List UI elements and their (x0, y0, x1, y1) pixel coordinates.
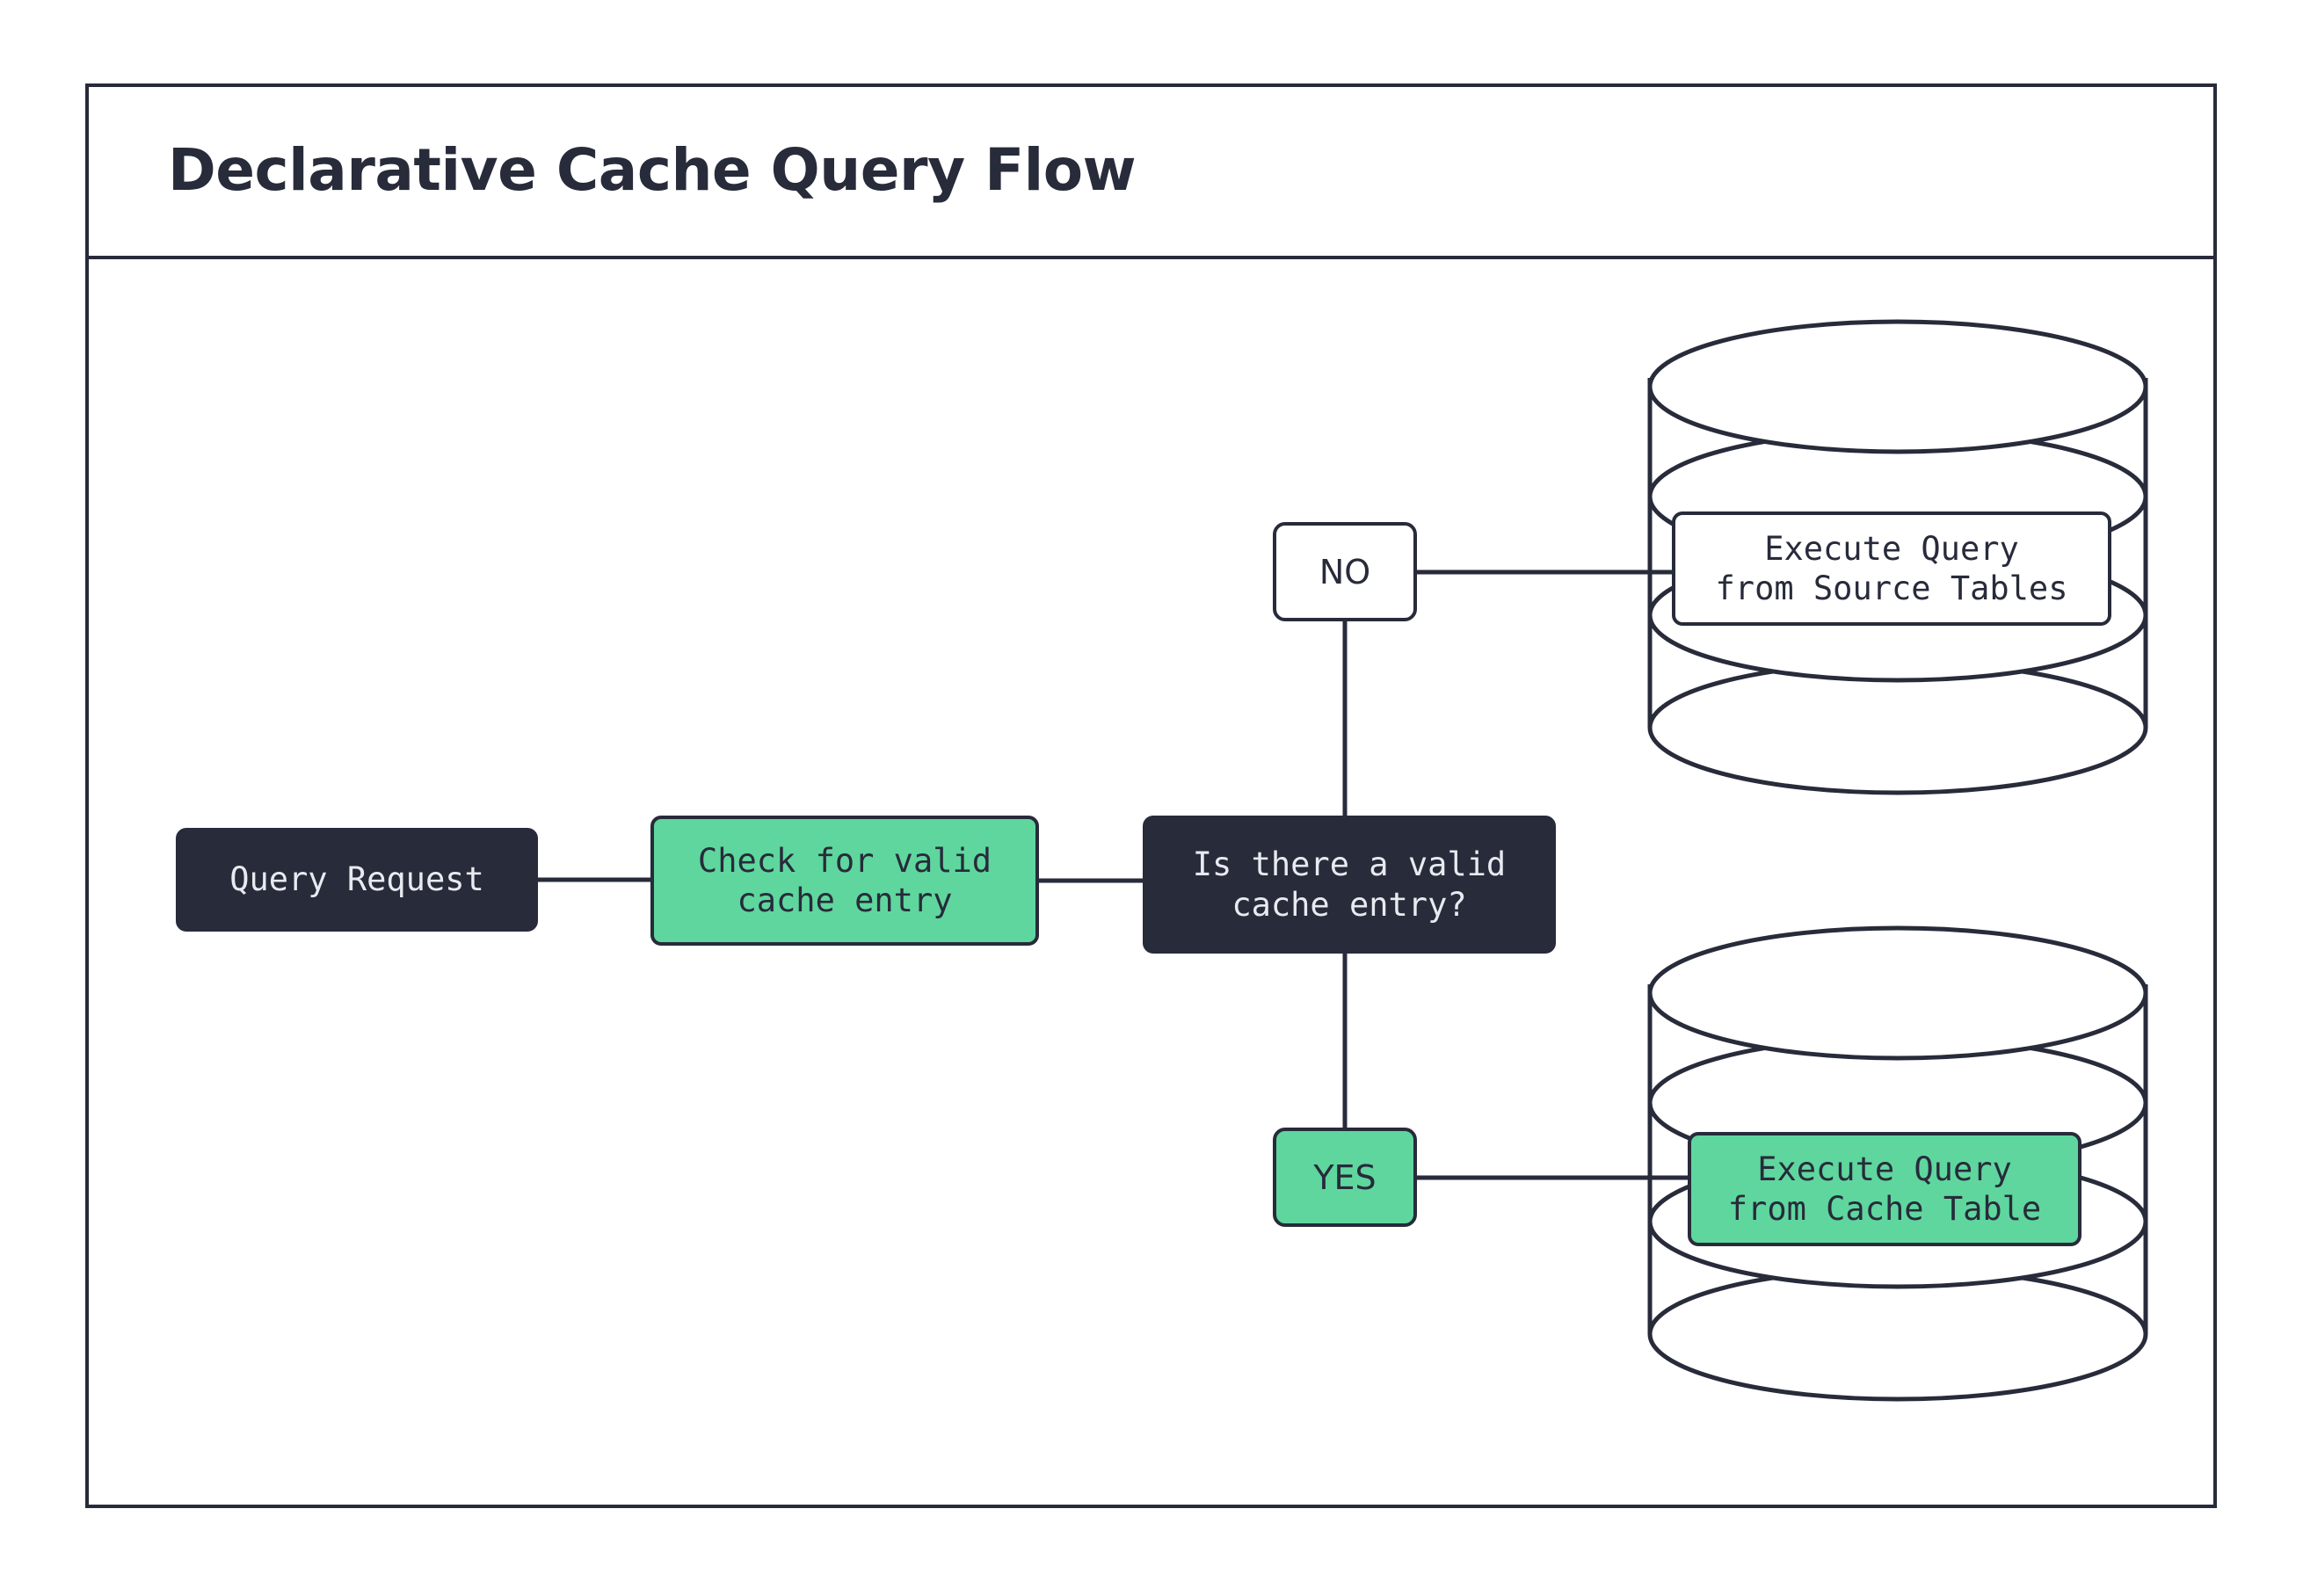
branch-label-yes[interactable]: YES (1273, 1128, 1417, 1227)
node-is-there-a-valid-cache-entry[interactable]: Is there a valid cache entry? (1143, 816, 1556, 954)
node-check-for-valid-cache-entry[interactable]: Check for valid cache entry (650, 816, 1039, 946)
page-title: Declarative Cache Query Flow (168, 135, 1137, 204)
node-execute-query-from-cache-table[interactable]: Execute Query from Cache Table (1688, 1132, 2081, 1246)
branch-label-no[interactable]: NO (1273, 522, 1417, 621)
node-query-request[interactable]: Query Request (176, 828, 538, 932)
node-execute-query-from-source-tables[interactable]: Execute Query from Source Tables (1672, 511, 2111, 626)
title-bar: Declarative Cache Query Flow (85, 83, 2217, 259)
